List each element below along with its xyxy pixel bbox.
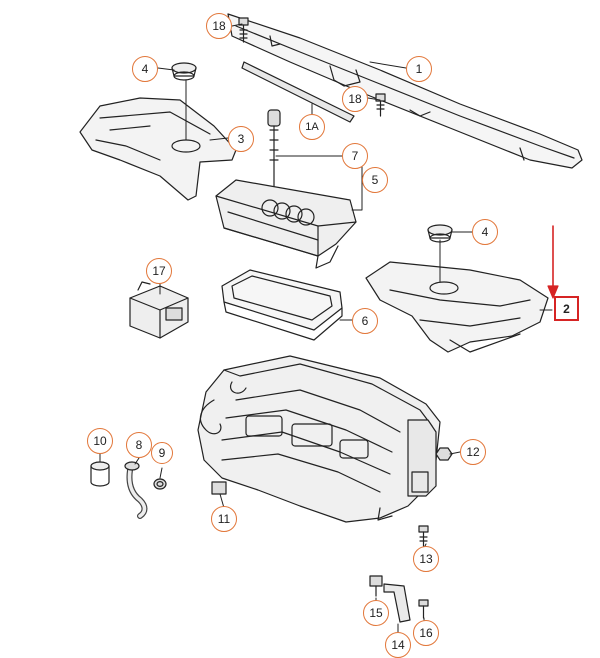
part-5-filter-housing — [215, 179, 357, 269]
callout-10[interactable]: 10 — [87, 428, 113, 454]
part-15-clip — [369, 575, 383, 597]
callout-8[interactable]: 8 — [126, 432, 152, 458]
callout-11[interactable]: 11 — [211, 506, 237, 532]
callout-6[interactable]: 7 — [342, 143, 368, 169]
part-9-clip — [153, 478, 167, 490]
callout-2-highlighted[interactable]: 2 — [554, 296, 579, 321]
callout-4-right[interactable]: 4 — [472, 219, 498, 245]
part-18-screw-upper — [238, 17, 249, 43]
part-12-nut — [435, 447, 453, 461]
part-10-sleeve — [90, 461, 110, 487]
part-1-cowl-panel — [227, 13, 583, 169]
part-2-intake-cover-right — [365, 261, 549, 353]
part-4-grommet-right — [427, 224, 453, 243]
callout-7[interactable]: 6 — [352, 308, 378, 334]
callout-12[interactable]: 12 — [460, 439, 486, 465]
callout-9[interactable]: 9 — [151, 442, 173, 464]
callout-1a[interactable]: 1A — [299, 114, 325, 140]
callout-16[interactable]: 16 — [413, 620, 439, 646]
part-18-screw-lower — [375, 93, 386, 117]
part-1a-seal-strip — [241, 61, 355, 123]
part-6-bolt — [267, 109, 281, 191]
callout-18-lower[interactable]: 18 — [342, 86, 368, 112]
callout-14[interactable]: 14 — [385, 632, 411, 658]
callout-15[interactable]: 15 — [363, 600, 389, 626]
four-rings-logo — [261, 199, 315, 226]
callout-3[interactable]: 3 — [228, 126, 254, 152]
part-14-bracket — [383, 583, 411, 623]
callout-17[interactable]: 17 — [146, 258, 172, 284]
callout-13[interactable]: 13 — [413, 546, 439, 572]
callout-1[interactable]: 1 — [406, 56, 432, 82]
part-7-filter-insert — [221, 269, 343, 341]
part-16-screw — [418, 599, 429, 619]
part-11-sensor — [211, 481, 227, 495]
callout-5[interactable]: 5 — [362, 167, 388, 193]
indicator-arrow — [547, 225, 559, 299]
part-17-control-unit — [129, 281, 189, 339]
part-13-screw — [418, 525, 429, 547]
part-4-grommet-left — [171, 62, 197, 81]
heater-box-assembly — [197, 355, 441, 523]
callout-4-left[interactable]: 4 — [132, 56, 158, 82]
part-3-intake-cover-left — [79, 97, 237, 201]
callout-18-upper[interactable]: 18 — [206, 13, 232, 39]
part-8-hose — [124, 461, 148, 519]
